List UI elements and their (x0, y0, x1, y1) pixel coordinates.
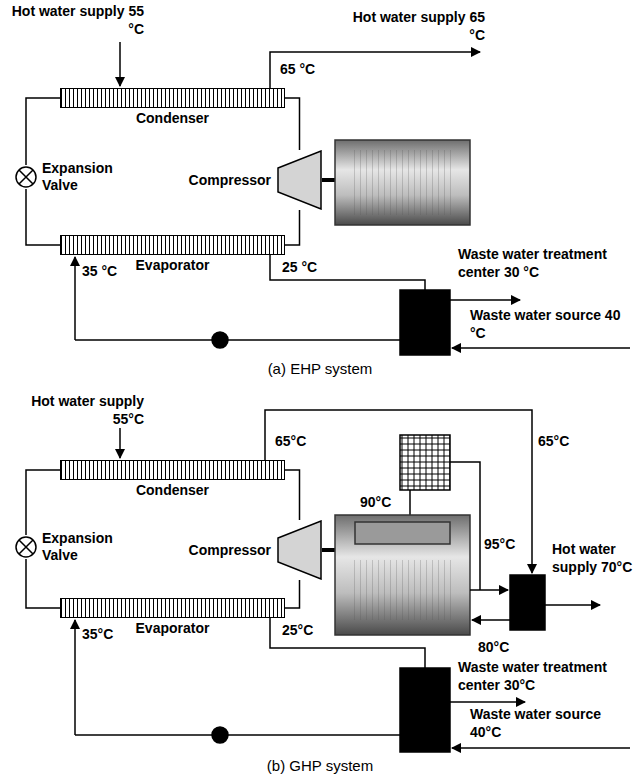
label-holder: Condenser (60, 110, 285, 127)
heat-exchanger (400, 290, 450, 355)
waste-water-outlet (450, 299, 520, 301)
temperature-label: 35°C (82, 625, 113, 643)
hatched-tube (60, 598, 285, 618)
component-label: Condenser (60, 482, 285, 499)
expansion-valve: Expansion Valve (14, 160, 124, 194)
coolant-pipe (470, 589, 508, 591)
figure-caption: (a) EHP system (0, 360, 640, 378)
hatched-tube (60, 235, 285, 255)
temperature-label: 65°C (275, 432, 306, 450)
refrigerant-line (285, 580, 300, 608)
valve-circle (16, 537, 36, 557)
label-holder: Condenser (60, 482, 285, 499)
water-pipe (75, 339, 400, 341)
hot-water-outlet (270, 52, 480, 88)
label-holder: Expansion Valve (42, 530, 124, 564)
gas-engine (335, 515, 470, 635)
hatched-tube (60, 88, 285, 108)
refrigerant-line (285, 98, 300, 150)
coolant-return (472, 619, 510, 621)
figure-caption: (b) GHP system (0, 757, 640, 775)
engine-head (355, 522, 450, 544)
valve-cross (19, 540, 33, 554)
heat-exchanger (400, 668, 450, 752)
water-pipe (270, 255, 425, 290)
compressor-symbol (277, 520, 322, 580)
temperature-label: 35 °C (82, 262, 117, 280)
compressor-body (278, 151, 321, 209)
water-pipe (270, 618, 425, 668)
component-label: Expansion Valve (42, 160, 124, 194)
valve-symbol (14, 165, 38, 189)
waste-water-inlet (452, 347, 630, 349)
temperature-label: Waste water source 40 °C (470, 306, 630, 342)
hot-water-outlet (545, 604, 600, 606)
temperature-label: Waste water treatment center 30 °C (458, 245, 638, 281)
pump (212, 332, 228, 348)
motor-fins (350, 150, 455, 215)
valve-circle (16, 167, 36, 187)
shaft (322, 178, 335, 182)
hot-water-inlet (119, 42, 121, 86)
hot-water-inlet (119, 428, 121, 458)
heat-exchanger-box: Condenser (60, 88, 285, 127)
refrigerant-line (26, 189, 60, 245)
valve-cross (19, 170, 33, 184)
coolant-pipe (409, 490, 411, 515)
temperature-label: Waste water source 40°C (470, 705, 630, 741)
compressor: Compressor (189, 520, 322, 580)
pump (212, 727, 228, 743)
compressor-body (278, 521, 321, 579)
label-holder: Compressor (189, 172, 271, 189)
hatched-tube (60, 460, 285, 480)
refrigerant-line (285, 470, 300, 520)
temperature-label: Hot water supply 55°C (4, 392, 144, 428)
refrigerant-line (26, 559, 60, 608)
temperature-label: 25 °C (282, 258, 317, 276)
waste-water-inlet (452, 747, 630, 749)
engine-fins (350, 560, 455, 620)
label-holder: Expansion Valve (42, 160, 124, 194)
temperature-label: 80°C (478, 638, 509, 656)
shaft (322, 548, 335, 552)
temperature-label: Hot water supply 70°C (552, 540, 638, 576)
valve-symbol (14, 535, 38, 559)
temperature-label: 90°C (360, 493, 391, 511)
radiator (400, 435, 450, 490)
refrigerant-line (26, 98, 60, 165)
temperature-label: 25°C (282, 621, 313, 639)
component-label: Condenser (60, 110, 285, 127)
temperature-label: Hot water supply 65 °C (345, 8, 485, 44)
label-holder: Compressor (189, 542, 271, 559)
component-label: Compressor (189, 542, 271, 559)
component-label: Compressor (189, 172, 271, 189)
electric-motor (335, 140, 470, 225)
temperature-label: 95°C (484, 535, 515, 553)
compressor-symbol (277, 150, 322, 210)
refrigerant-line (26, 470, 60, 535)
heat-exchanger-box: Condenser (60, 460, 285, 499)
water-pipe (74, 257, 76, 340)
compressor: Compressor (189, 150, 322, 210)
heat-exchanger (510, 575, 545, 630)
temperature-label: Waste water treatment center 30°C (458, 658, 638, 694)
component-label: Expansion Valve (42, 530, 124, 564)
waste-water-outlet (450, 701, 525, 703)
temperature-label: 65°C (538, 432, 569, 450)
refrigerant-line (285, 210, 300, 245)
expansion-valve: Expansion Valve (14, 530, 124, 564)
temperature-label: 65 °C (280, 60, 315, 78)
water-pipe (74, 620, 76, 735)
water-pipe (75, 734, 400, 736)
temperature-label: Hot water supply 55 °C (4, 2, 144, 38)
